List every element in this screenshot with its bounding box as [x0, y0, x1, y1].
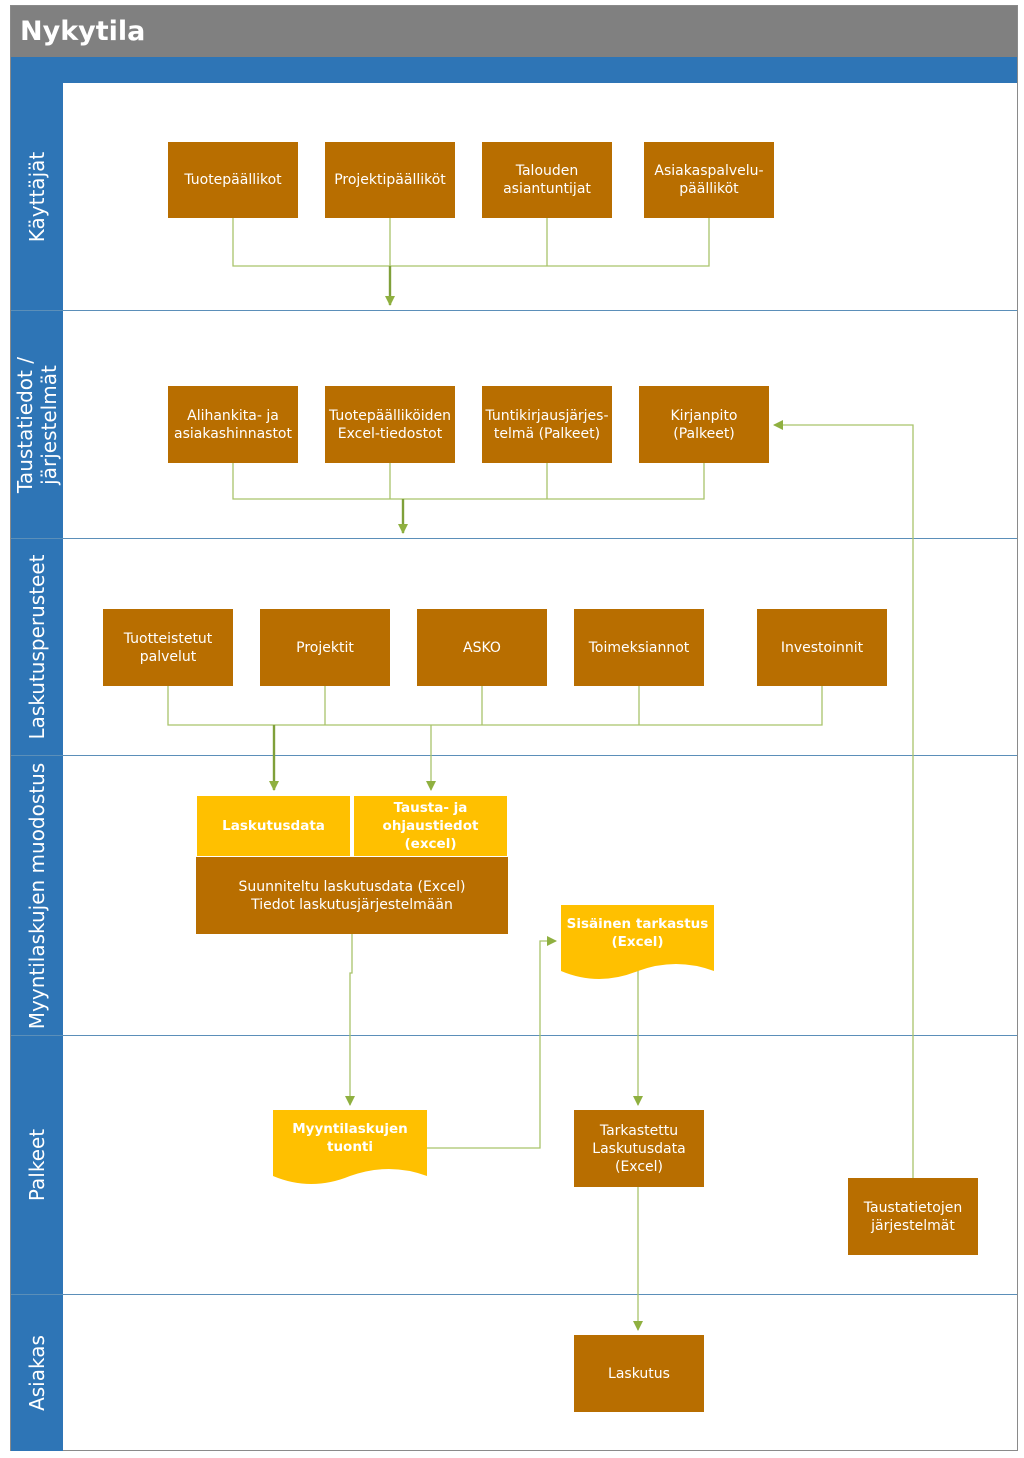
lane-header: Käyttäjät — [11, 83, 63, 310]
lane-billing-bases: Laskutusperusteet — [11, 539, 1017, 756]
lane-label: Käyttäjät — [25, 151, 49, 241]
node-assignments: Toimeksiannot — [574, 609, 704, 686]
lane-label: Palkeet — [25, 1129, 49, 1201]
node-accounting: Kirjanpito (Palkeet) — [639, 386, 769, 463]
lane-invoice-formation: Myyntilaskujen muodostus — [11, 756, 1017, 1036]
lane-header: Laskutusperusteet — [11, 539, 63, 755]
node-investments: Investoinnit — [757, 609, 887, 686]
node-planned-billing-data: Suunniteltu laskutusdata (Excel)Tiedot l… — [196, 857, 508, 934]
lane-label-line: Asiakas — [25, 1335, 49, 1411]
lane-label-line: Taustatiedot / — [13, 356, 37, 493]
lane-label: Taustatiedot / järjestelmät — [13, 357, 61, 493]
lane-label: Laskutusperusteet — [25, 554, 49, 739]
node-billing-data: Laskutusdata — [197, 796, 350, 856]
lane-label: Myyntilaskujen muodostus — [25, 762, 49, 1028]
lane-label-line: järjestelmät — [37, 364, 61, 485]
lane-label-line: Myyntilaskujen muodostus — [25, 762, 49, 1029]
node-time-tracking-system: Tuntikirjausjärjes-telmä (Palkeet) — [482, 386, 612, 463]
node-product-managers: Tuotepäällikot — [168, 142, 298, 218]
page-title: Nykytila — [11, 6, 1017, 57]
node-internal-check: Sisäinen tarkastus(Excel) — [561, 905, 714, 983]
lane-label: Asiakas — [25, 1335, 49, 1411]
header-band — [11, 57, 1017, 83]
lane-background-systems: Taustatiedot / järjestelmät — [11, 311, 1017, 539]
node-billing: Laskutus — [574, 1335, 704, 1412]
node-projects: Projektit — [260, 609, 390, 686]
lane-header: Taustatiedot / järjestelmät — [11, 311, 63, 538]
document-shape — [273, 1110, 427, 1184]
document-shape — [561, 905, 714, 979]
lane-header: Asiakas — [11, 1295, 63, 1451]
lane-label-line: Käyttäjät — [25, 151, 49, 242]
lane-customer: Asiakas — [11, 1295, 1017, 1451]
node-asko: ASKO — [417, 609, 547, 686]
node-project-managers: Projektipäälliköt — [325, 142, 455, 218]
lane-header: Palkeet — [11, 1036, 63, 1294]
lane-label-line: Palkeet — [25, 1128, 49, 1202]
lane-users: Käyttäjät — [11, 83, 1017, 311]
node-customer-service-managers: Asiakaspalvelu-päälliköt — [644, 142, 774, 218]
lane-palkeet: Palkeet — [11, 1036, 1017, 1295]
lane-label-line: Laskutusperusteet — [25, 554, 49, 740]
lane-header: Myyntilaskujen muodostus — [11, 756, 63, 1035]
